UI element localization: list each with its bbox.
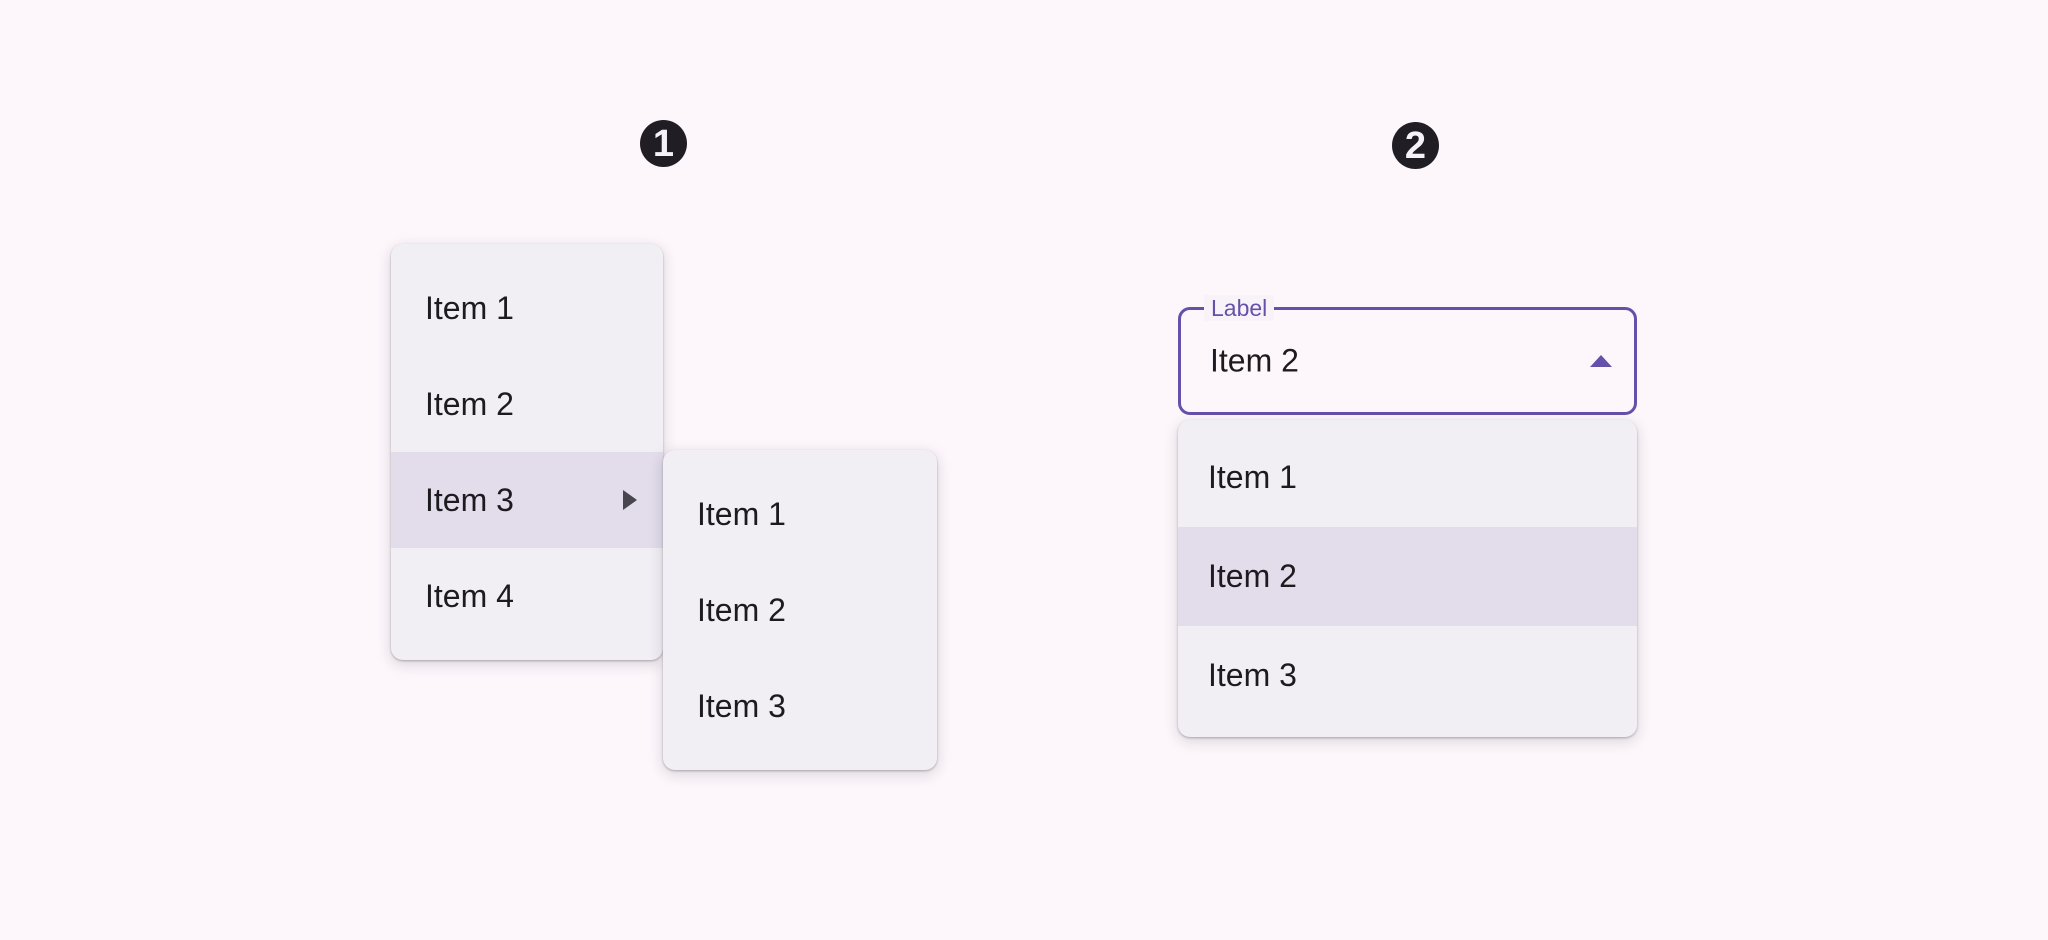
select-field[interactable]: Label Item 2 — [1178, 295, 1637, 415]
submenu-item-3[interactable]: Item 3 — [663, 658, 937, 754]
submenu-panel: Item 1 Item 2 Item 3 — [663, 450, 937, 770]
select-floating-label: Label — [1204, 295, 1275, 321]
menu-item-label: Item 1 — [425, 289, 514, 326]
menu-item-label: Item 4 — [425, 577, 514, 614]
option-label: Item 1 — [1208, 459, 1297, 495]
select-listbox: Item 1 Item 2 Item 3 — [1178, 420, 1637, 737]
menu-item-2[interactable]: Item 2 — [391, 356, 663, 452]
option-item-3[interactable]: Item 3 — [1178, 626, 1637, 725]
menu-item-label: Item 2 — [425, 385, 514, 422]
menu-item-label: Item 1 — [697, 495, 786, 532]
option-item-2[interactable]: Item 2 — [1178, 527, 1637, 626]
menu-item-3[interactable]: Item 3 — [391, 452, 663, 548]
submenu-item-2[interactable]: Item 2 — [663, 562, 937, 658]
menu-item-label: Item 3 — [697, 687, 786, 724]
menu-item-4[interactable]: Item 4 — [391, 548, 663, 644]
menu-panel: Item 1 Item 2 Item 3 Item 4 — [391, 244, 663, 660]
option-item-1[interactable]: Item 1 — [1178, 428, 1637, 527]
menu-item-label: Item 3 — [425, 481, 514, 518]
option-label: Item 3 — [1208, 657, 1297, 693]
caret-up-icon[interactable] — [1590, 355, 1612, 367]
submenu-item-1[interactable]: Item 1 — [663, 466, 937, 562]
submenu-arrow-icon — [623, 490, 637, 510]
option-label: Item 2 — [1208, 558, 1297, 594]
select-value: Item 2 — [1210, 342, 1299, 379]
step-badge-1: 1 — [640, 120, 687, 167]
menu-item-1[interactable]: Item 1 — [391, 260, 663, 356]
menu-item-label: Item 2 — [697, 591, 786, 628]
step-badge-2: 2 — [1392, 122, 1439, 169]
